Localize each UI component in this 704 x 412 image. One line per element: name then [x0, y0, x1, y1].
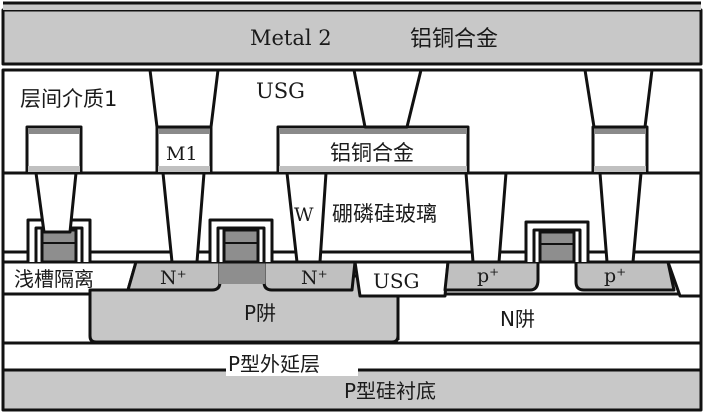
- gate-stack-pmos: [524, 220, 590, 264]
- metal2-label: Metal 2: [250, 26, 332, 50]
- p-plus-label-1: p⁺: [477, 265, 499, 287]
- bpsg-label: 硼磷硅玻璃: [332, 202, 437, 226]
- n-well-label: N阱: [500, 307, 535, 331]
- usg-sti-label: USG: [373, 269, 420, 293]
- sti-label: 浅槽隔离: [14, 267, 94, 291]
- tungsten-plug-2: [161, 171, 206, 264]
- m1-line-1: [25, 125, 83, 175]
- n-plus-label-2: N⁺: [301, 267, 328, 289]
- n-plus-label-1: N⁺: [160, 267, 187, 289]
- tungsten-plug-4: [464, 171, 508, 264]
- via-1: [148, 68, 220, 129]
- m1-alloy-label: 铝铜合金: [330, 141, 414, 165]
- nmos-channel: [219, 262, 265, 284]
- m1-label: M1: [166, 143, 198, 165]
- p-plus-region-1: [443, 260, 540, 292]
- gate-stack-nmos: [208, 218, 274, 264]
- substrate-label: P型硅衬底: [344, 379, 436, 403]
- p-plus-label-2: p⁺: [604, 265, 626, 287]
- p-well-label: P阱: [244, 301, 276, 325]
- p-substrate: [1, 368, 703, 412]
- tungsten-plug-1: [34, 171, 78, 234]
- gate-oxide-strip: [1, 250, 703, 264]
- n-well: [396, 294, 445, 340]
- usg-top-label: USG: [256, 79, 305, 103]
- p-plus-region-2: [574, 260, 676, 292]
- metal2-alloy-label: 铝铜合金: [410, 27, 498, 52]
- via-3: [583, 68, 654, 129]
- tungsten-plug-5: [598, 171, 643, 264]
- metal-2-layer: [1, 8, 703, 66]
- tungsten-label: W: [294, 204, 314, 226]
- epi-layer-label: P型外延层: [228, 352, 320, 376]
- m1-line-3-alloy: [276, 125, 470, 175]
- ild1-label: 层间介质1: [20, 87, 117, 111]
- via-2: [352, 68, 423, 129]
- m1-line-4: [591, 125, 649, 175]
